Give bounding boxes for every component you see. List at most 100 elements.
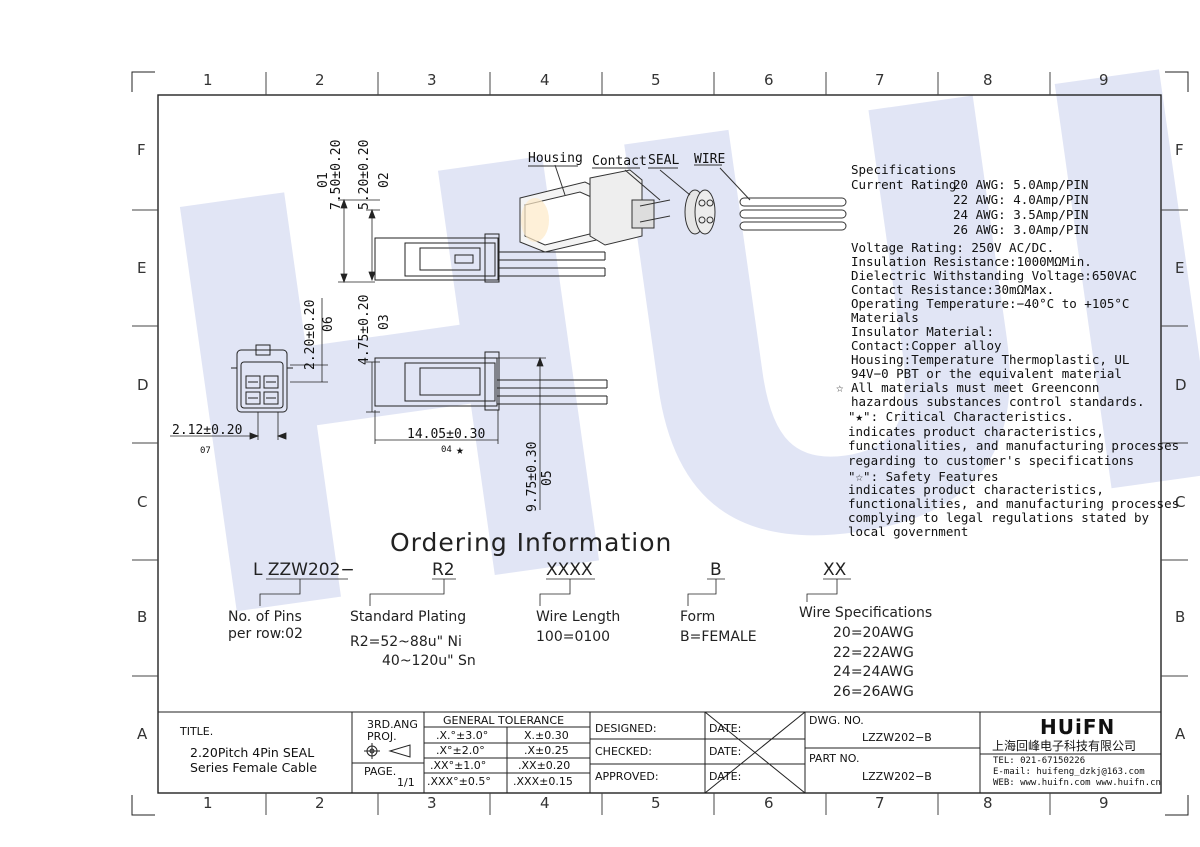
front-view	[231, 344, 293, 413]
specs-contact-resistance: Contact Resistance:30mΩMax.	[851, 282, 1055, 297]
zone-col-1-bottom: 1	[203, 794, 213, 812]
ordering-code-form: B	[710, 560, 722, 580]
ordering-wirespec-26: 26=26AWG	[833, 684, 914, 700]
zone-row-b: B	[137, 608, 148, 626]
callout-contact: Contact	[592, 154, 647, 169]
zone-col-8-bottom: 8	[983, 794, 993, 812]
zone-row-e-right: E	[1175, 259, 1185, 277]
dwg-number: LZZW202−B	[862, 731, 932, 744]
zone-row-f: F	[137, 141, 146, 159]
ordering-length-value: 100=0100	[536, 629, 611, 645]
specs-materials: Materials	[851, 310, 919, 325]
callout-wire: WIRE	[694, 152, 726, 167]
zone-row-c-right: C	[1175, 493, 1186, 511]
side-view-middle	[374, 351, 608, 411]
date-label-1: DATE:	[709, 722, 742, 735]
specs-voltage: Voltage Rating: 250V AC/DC.	[851, 240, 1055, 255]
zone-col-1: 1	[203, 71, 213, 89]
ordering-wirespec-24: 24=24AWG	[833, 664, 914, 680]
zone-col-7-bottom: 7	[875, 794, 885, 812]
designed-label: DESIGNED:	[595, 722, 657, 735]
zone-row-c: C	[137, 493, 148, 511]
exploded-view	[519, 164, 847, 253]
tol-angle-4: .XXX°±0.5°	[427, 775, 491, 788]
tol-angle-2: .X°±2.0°	[436, 744, 485, 757]
dim-03-tag: 03	[377, 314, 392, 330]
zone-col-2: 2	[315, 71, 325, 89]
specs-insulator: Insulator Material:	[851, 324, 994, 339]
side-view-top	[374, 233, 606, 283]
zone-col-9: 9	[1099, 71, 1109, 89]
ordering-form-value: B=FEMALE	[680, 629, 757, 645]
specs-greenconn-2: hazardous substances control standards.	[851, 394, 1145, 409]
specs-safety-4: complying to legal regulations stated by	[848, 510, 1150, 525]
callout-seal: SEAL	[648, 153, 680, 168]
ordering-brackets	[259, 578, 851, 606]
tol-lin-4: .XXX±0.15	[513, 775, 573, 788]
tol-lin-3: .XX±0.20	[518, 759, 571, 772]
checked-label: CHECKED:	[595, 745, 652, 758]
page-value: 1/1	[397, 776, 415, 789]
inner-border	[157, 94, 1162, 794]
company-web: WEB: www.huifn.com www.huifn.cn	[993, 778, 1161, 788]
company-logo: HUiFN	[1040, 715, 1116, 739]
title-line-2: Series Female Cable	[190, 760, 318, 775]
ordering-plating-label: Standard Plating	[350, 609, 467, 625]
dimension-lines-middle	[366, 356, 546, 510]
dim-04: 14.05±0.30	[407, 427, 486, 442]
zone-row-d-right: D	[1175, 376, 1187, 394]
specs-title: Specifications	[851, 162, 957, 177]
title-label: TITLE.	[180, 725, 214, 738]
zone-row-e: E	[137, 259, 147, 277]
zone-row-b-right: B	[1175, 608, 1186, 626]
zone-ticks	[132, 72, 1188, 815]
zone-row-d: D	[137, 376, 149, 394]
specs-safety-1: "☆": Safety Features	[848, 469, 999, 484]
ordering-code-length: XXXX	[546, 560, 593, 580]
specs-critical-1: "★": Critical Characteristics.	[848, 409, 1074, 424]
ordering-title: Ordering Information	[390, 528, 673, 557]
callout-housing: Housing	[528, 151, 583, 166]
part-label: PART NO.	[809, 752, 860, 765]
zone-col-5: 5	[651, 71, 661, 89]
specs-contact-material: Contact:Copper alloy	[851, 338, 1002, 353]
zone-col-6: 6	[764, 71, 774, 89]
specs-critical-2: indicates product characteristics,	[848, 424, 1104, 439]
tolerance-title: GENERAL TOLERANCE	[443, 714, 565, 727]
dim-04-tag: 04	[441, 445, 452, 455]
dim-01: 7.50±0.20	[329, 139, 344, 210]
dim-05-tag: 05	[540, 470, 555, 486]
dim-06-tag: 06	[321, 316, 336, 332]
specs-current-20: 20 AWG: 5.0Amp/PIN	[953, 177, 1089, 192]
ordering-pins-value: per row:02	[228, 626, 303, 642]
dim-01-tag: 01	[316, 172, 331, 188]
zone-col-6-bottom: 6	[764, 794, 774, 812]
zone-row-a: A	[137, 725, 148, 743]
specs-insulation: Insulation Resistance:1000MΩMin.	[851, 254, 1092, 269]
ordering-wirespec-label: Wire Specifications	[799, 605, 933, 621]
zone-col-8: 8	[983, 71, 993, 89]
tol-lin-2: .X±0.25	[524, 744, 569, 757]
company-name: 上海回峰电子科技有限公司	[992, 739, 1137, 753]
dimension-lines-front	[170, 298, 328, 440]
zone-col-9-bottom: 9	[1099, 794, 1109, 812]
date-label-3: DATE:	[709, 770, 742, 783]
specs-housing-1: Housing:Temperature Thermoplastic, UL	[851, 352, 1130, 367]
zone-col-3: 3	[427, 71, 437, 89]
specs-safety-3: functionalities, and manufacturing proce…	[848, 496, 1180, 511]
zone-col-2-bottom: 2	[315, 794, 325, 812]
specs-current-label: Current Rating	[851, 177, 957, 192]
proj-line-2: PROJ.	[367, 730, 397, 743]
title-block-grid	[158, 711, 1161, 794]
zone-row-a-right: A	[1175, 725, 1186, 743]
title-line-1: 2.20Pitch 4Pin SEAL	[190, 745, 315, 760]
zone-col-4: 4	[540, 71, 550, 89]
dim-06: 2.20±0.20	[303, 299, 318, 370]
dim-02: 5.20±0.20	[357, 139, 372, 210]
specs-current-24: 24 AWG: 3.5Amp/PIN	[953, 207, 1089, 222]
dim-07: 2.12±0.20	[172, 423, 243, 438]
specs-critical-4: regarding to customer's specifications	[848, 453, 1134, 468]
ordering-pins-label: No. of Pins	[228, 609, 302, 625]
critical-star-icon: ★	[456, 443, 464, 458]
